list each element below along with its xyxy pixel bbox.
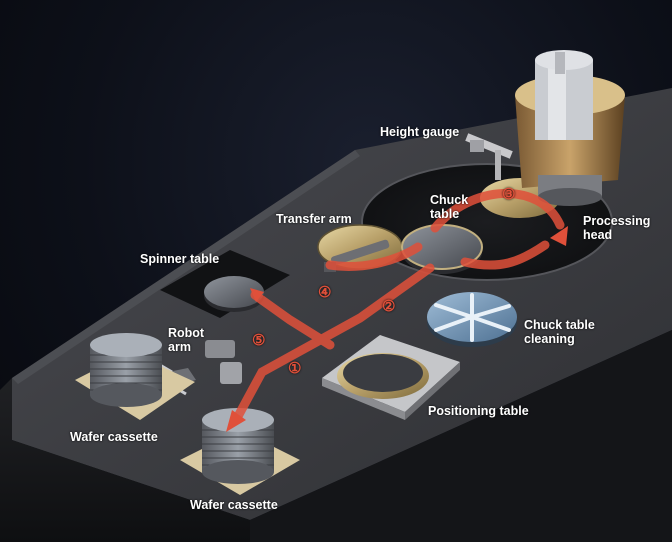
height-gauge <box>465 133 513 180</box>
flow-arrow-main <box>231 263 435 425</box>
label-chuck-table: Chuck table <box>430 193 469 221</box>
arrow-head-to-head <box>550 226 568 246</box>
label-chuck-table-cleaning: Chuck table cleaning <box>524 318 595 346</box>
flow-arrow-cross <box>250 290 335 350</box>
wafer-cassette-left-graphic <box>75 333 195 420</box>
wafer-cassette-front-graphic <box>180 408 300 495</box>
processing-head <box>480 50 625 218</box>
label-spinner-table: Spinner table <box>140 252 220 266</box>
label-wafer-cassette-front: Wafer cassette <box>190 498 278 512</box>
label-robot-arm: Robot arm <box>168 326 205 354</box>
spinner-table <box>160 250 290 318</box>
step-1: ① <box>288 360 302 377</box>
flow-arrow-process <box>430 189 565 233</box>
label-wafer-cassette-left: Wafer cassette <box>70 430 158 444</box>
chuck-table <box>401 224 483 274</box>
step-2: ② <box>382 298 396 315</box>
arrow-heads <box>226 226 568 432</box>
flow-arrow-transfer <box>325 242 423 271</box>
step-3: ③ <box>502 186 516 203</box>
flow-arrow-return <box>460 240 550 270</box>
label-positioning-table: Positioning table <box>428 404 529 418</box>
label-transfer-arm: Transfer arm <box>276 212 352 226</box>
arrow-head-to-cassette <box>226 410 246 432</box>
chuck-table-cleaning <box>427 292 517 347</box>
flow-arrows <box>231 189 565 425</box>
label-height-gauge: Height gauge <box>380 125 460 139</box>
positioning-table <box>322 335 460 420</box>
step-5: ⑤ <box>252 332 266 349</box>
arrow-head-to-spinner <box>250 288 264 302</box>
label-processing-head: Processing head <box>583 214 651 242</box>
step-4: ④ <box>318 284 332 301</box>
